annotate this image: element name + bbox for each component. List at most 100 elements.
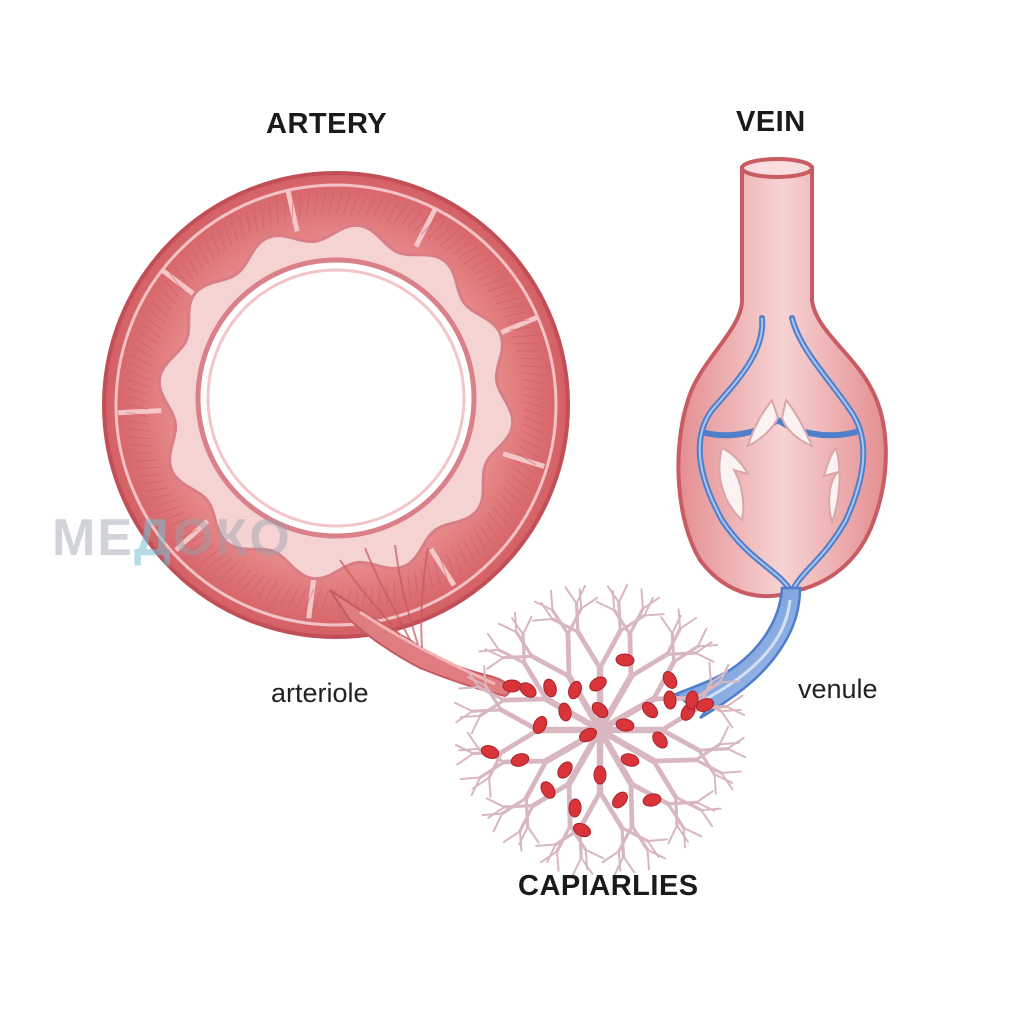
capillary-branch — [472, 716, 480, 734]
watermark-part-3: ОКО — [173, 509, 292, 567]
capillary-branch — [701, 810, 712, 826]
capillary-branch — [483, 814, 502, 815]
capillary-branch — [532, 656, 569, 676]
capillary-branch — [523, 634, 524, 663]
capillary-branch — [473, 778, 489, 789]
capillary-branch — [489, 778, 491, 797]
capillary-branch — [461, 778, 480, 779]
capillary-branch — [557, 826, 570, 852]
capillary-branch — [568, 634, 569, 676]
red-blood-cell — [642, 792, 662, 807]
vein-label: VEIN — [736, 106, 806, 139]
vein-opening — [742, 159, 812, 177]
capillary-branch — [721, 711, 732, 727]
capillary-branch — [536, 844, 555, 845]
capillary-branch — [662, 730, 699, 750]
capillary-branch — [487, 798, 505, 807]
capillary-branch — [696, 653, 714, 662]
watermark-part-1: МЕ — [52, 509, 134, 567]
capillary-branch — [684, 828, 702, 836]
capillary-branch — [654, 761, 676, 797]
capillary-network — [455, 585, 745, 875]
capillary-branch — [461, 716, 480, 717]
capillary-branch — [499, 624, 517, 632]
capillary-branch — [680, 618, 696, 629]
watermark-logo: МЕДОКО — [52, 508, 292, 568]
capillary-branch — [622, 828, 623, 857]
vein-outer-wall — [678, 168, 885, 596]
capillary-branch — [648, 850, 649, 869]
capillary-branch — [566, 587, 577, 603]
capillary-branch — [721, 773, 732, 789]
capillary-branch — [613, 591, 614, 610]
capillary-branch — [684, 828, 685, 847]
capillary-branch — [667, 653, 696, 654]
capillary-branch — [468, 733, 479, 749]
capillary-branch — [672, 633, 674, 662]
capillary-branch — [504, 806, 533, 807]
capillary-branch — [515, 613, 516, 632]
capillary-branch — [698, 645, 717, 646]
capillary-branch — [698, 629, 706, 647]
artery-label: ARTERY — [266, 108, 387, 141]
arteriole-label: arteriole — [271, 678, 369, 709]
capillary-branch — [504, 699, 546, 700]
capillary-branch — [586, 850, 604, 858]
capillary-branch — [501, 710, 538, 730]
red-blood-cell — [594, 766, 606, 784]
capillary-branch — [577, 603, 578, 632]
red-blood-cell — [610, 789, 631, 810]
capillary-branch — [581, 598, 597, 609]
artery-lumen — [198, 260, 474, 536]
red-blood-cell — [510, 752, 531, 769]
capillary-branch — [668, 826, 677, 844]
capillary-branch — [720, 727, 728, 745]
watermark-part-2: Д — [134, 509, 173, 567]
capillary-branch — [578, 632, 600, 668]
capillary-branch — [654, 760, 696, 761]
capillary-branch — [696, 760, 722, 773]
capillary-branch — [648, 839, 667, 841]
capillary-branch — [523, 617, 532, 635]
capillary-branch — [619, 585, 627, 603]
red-blood-cell — [571, 821, 592, 839]
red-blood-cell — [538, 779, 558, 801]
capillary-branch — [455, 703, 473, 711]
capillary-branch — [541, 603, 552, 619]
capillaries-label: CAPIARLIES — [518, 870, 699, 903]
capillary-branch — [528, 827, 539, 843]
capillary-branch — [720, 743, 739, 744]
capillary-branch — [503, 656, 532, 658]
capillary-branch — [586, 850, 587, 869]
capillary-branch — [487, 658, 503, 669]
capillary-branch — [644, 614, 663, 615]
red-blood-cell — [503, 680, 521, 692]
capillary-branch — [661, 617, 672, 633]
capillary-branch — [488, 634, 499, 650]
capillary-branch — [457, 753, 473, 764]
red-blood-cell — [587, 674, 609, 694]
capillary-branch — [631, 654, 667, 676]
capillary-branch — [714, 774, 715, 793]
capillary-branch — [557, 851, 558, 870]
capillary-branch — [526, 798, 528, 827]
capillary-branch — [643, 598, 659, 609]
capillary-branch — [541, 851, 557, 862]
capillary-branch — [728, 749, 746, 757]
capillary-branch — [630, 609, 643, 635]
artery-segment-divider — [118, 411, 161, 413]
capillary-branch — [494, 814, 502, 832]
capillary-branch — [603, 851, 619, 862]
capillary-branch — [597, 602, 615, 610]
capillary-branch — [533, 619, 552, 621]
capillary-branch — [697, 791, 713, 802]
capillary-branch — [631, 784, 632, 826]
capillary-branch — [504, 831, 520, 842]
capillary-branch — [721, 771, 740, 772]
vein-longitudinal — [678, 159, 885, 596]
capillary-branch — [551, 591, 552, 610]
capillary-branch — [648, 841, 659, 857]
red-blood-cell — [660, 669, 679, 691]
venule-label: venule — [798, 674, 878, 705]
